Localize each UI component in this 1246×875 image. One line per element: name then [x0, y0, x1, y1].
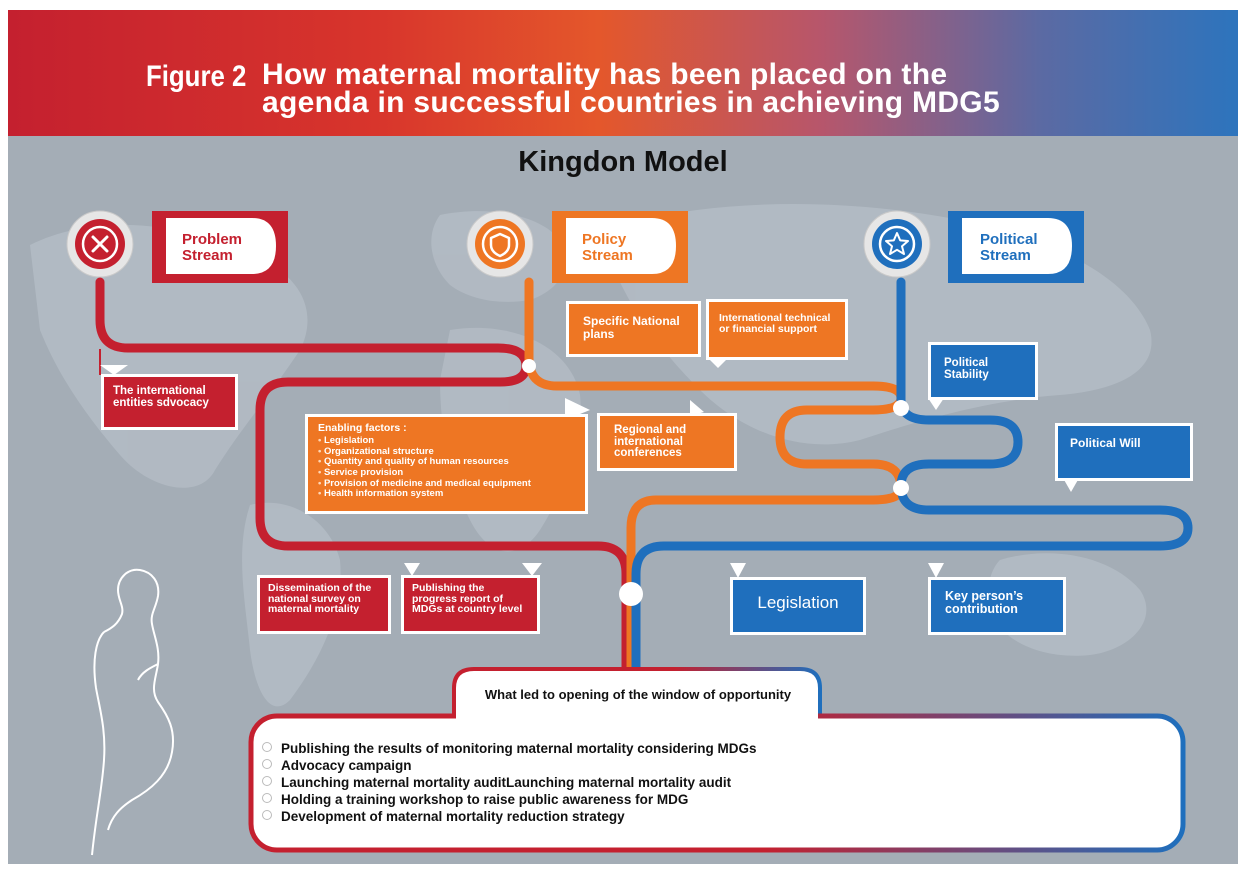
enabling-factor-item: Provision of medicine and medical equipm…	[318, 478, 580, 490]
junction-dot-problem-policy	[522, 359, 536, 373]
problem-stream-label-line1: Problem	[182, 231, 243, 248]
enabling-factor-item: Quantity and quality of human resources	[318, 457, 580, 468]
political-box-will: Political Will	[1070, 436, 1141, 450]
problem-callouts	[100, 365, 542, 634]
policy-box-national-plans: Specific National plans	[583, 314, 680, 341]
problem-stream-line	[95, 277, 631, 673]
enabling-factor-item: Organizational structure	[318, 446, 580, 458]
enabling-factor-item: Health information system	[318, 489, 580, 500]
pregnant-woman-outline	[91, 568, 174, 856]
junction-dot-convergence	[619, 582, 643, 606]
policy-stream-label: Policy Stream	[582, 232, 633, 264]
problem-box-national-survey: Dissemination of the national survey on …	[268, 582, 372, 615]
outcome-item: Advocacy campaign	[262, 757, 757, 774]
figure-label: Figure 2	[146, 60, 247, 93]
problem-stream-header	[66, 210, 288, 283]
figure-title-line-1: How maternal mortality has been placed o…	[262, 58, 948, 91]
political-stream-label-line1: Political	[980, 231, 1038, 248]
enabling-factor-item: Service provision	[318, 467, 580, 479]
model-title: Kingdon Model	[518, 146, 728, 178]
star-icon	[885, 232, 909, 255]
problem-box-international-advocacy: The international entities sdvocacy	[113, 385, 209, 410]
policy-stream-label-line1: Policy	[582, 231, 627, 248]
window-of-opportunity-title: What led to opening of the window of opp…	[484, 687, 792, 702]
shield-icon	[489, 232, 511, 258]
outcome-item: Holding a training workshop to raise pub…	[262, 791, 757, 808]
policy-stream-header	[466, 210, 688, 283]
figure-title-line-2: agenda in successful countries in achiev…	[262, 86, 1000, 119]
outcome-item: Launching maternal mortality auditLaunch…	[262, 774, 757, 791]
policy-box-international-support: International technical or financial sup…	[719, 312, 831, 335]
enabling-factor-item: Legislation	[318, 435, 580, 447]
window-of-opportunity-frame	[452, 667, 822, 716]
policy-stream-label-line2: Stream	[582, 246, 633, 264]
problem-box-progress-report: Publishing the progress report of MDGs a…	[412, 582, 523, 615]
enabling-factors-title: Enabling factors :	[318, 422, 407, 434]
policy-stream-line	[524, 277, 906, 673]
political-box-legislation: Legislation	[757, 593, 839, 612]
enabling-factors-box: Enabling factors : Legislation Organizat…	[318, 422, 580, 500]
junction-dot-policy-political-2	[893, 480, 909, 496]
political-box-stability: Political Stability	[944, 357, 989, 382]
x-icon	[91, 235, 109, 253]
problem-stream-label-line2: Stream	[182, 246, 233, 264]
header-banner	[8, 10, 1238, 136]
junction-dot-policy-political-1	[893, 400, 909, 416]
political-stream-label-line2: Stream	[980, 246, 1031, 264]
outcome-item: Development of maternal mortality reduct…	[262, 808, 757, 825]
enabling-factors-list: Legislation Organizational structure Qua…	[318, 435, 580, 500]
political-box-key-person: Key person’s contribution	[945, 589, 1024, 617]
outcome-item: Publishing the results of monitoring mat…	[262, 740, 757, 757]
outcomes-list: Publishing the results of monitoring mat…	[262, 740, 757, 825]
policy-box-conferences: Regional and international conferences	[614, 424, 687, 459]
problem-stream-label: Problem Stream	[182, 232, 242, 264]
political-callouts	[730, 342, 1193, 635]
political-stream-label: Political Stream	[980, 232, 1038, 264]
political-stream-header	[863, 210, 1084, 283]
